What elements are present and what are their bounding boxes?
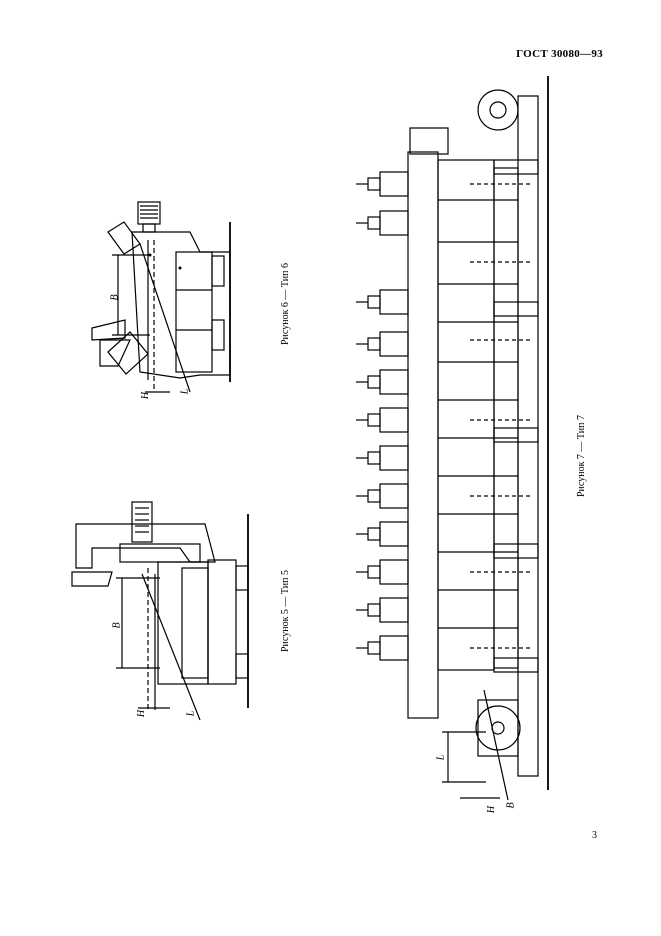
fig7-dimension-l: L — [435, 754, 447, 761]
figure-5-caption: Рисунок 5 — Тип 5 — [280, 570, 291, 652]
fig7-dimension-b: B — [505, 802, 517, 809]
figure-7-caption: Рисунок 7 — Тип 7 — [576, 415, 587, 497]
figure-6-caption: Рисунок 6 — Тип 6 — [280, 263, 291, 345]
fig5-dimension-l: L — [185, 710, 197, 717]
fig5-dimension-b: B — [111, 622, 123, 629]
document-header: ГОСТ 30080—93 — [516, 48, 603, 60]
fig6-dimension-h: H — [140, 391, 152, 400]
fig7-dimension-h: H — [486, 805, 498, 814]
fig6-dimension-l: L — [179, 388, 191, 395]
page-number: 3 — [592, 830, 597, 841]
fig6-dimension-b: B — [109, 294, 121, 301]
fig5-dimension-h: H — [136, 709, 148, 718]
